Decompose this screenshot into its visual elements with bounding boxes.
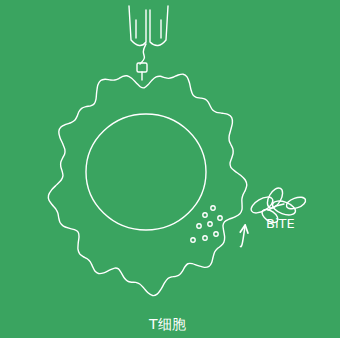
granule	[214, 232, 218, 236]
bite-outline	[245, 188, 325, 240]
cell-outline	[45, 0, 240, 338]
receptor-symbol	[129, 6, 168, 80]
granule	[191, 238, 195, 242]
granule	[208, 222, 212, 226]
node-label: T细胞	[149, 316, 186, 334]
node-label: BiTE	[266, 216, 295, 231]
granule	[197, 224, 201, 228]
nucleus	[86, 114, 206, 230]
cell-node: T细胞	[45, 0, 240, 338]
antibody-node: BiTE	[245, 188, 325, 240]
secretion-arrow	[240, 226, 245, 247]
granule	[218, 216, 222, 220]
granule	[203, 236, 207, 240]
granule	[203, 213, 207, 217]
cell-membrane	[48, 74, 246, 295]
granule	[211, 206, 215, 210]
